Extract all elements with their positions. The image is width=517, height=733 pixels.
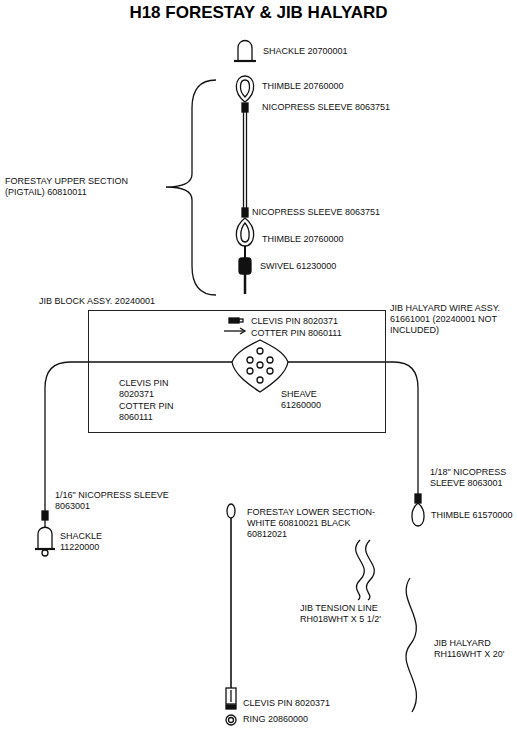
shackle-symbol [38, 527, 52, 548]
cotter-pin-symbol [224, 330, 244, 331]
forestay-wire [230, 518, 232, 688]
sheave-hole [247, 357, 253, 363]
rigging-parts [35, 41, 424, 726]
thimble-inner [240, 80, 249, 97]
thimble-symbol [236, 76, 253, 102]
line-label: JIB TENSION LINE RH018WHT X 5 1/2' [300, 603, 390, 625]
part-label: NICOPRESS SLEEVE 8063751 [252, 207, 380, 218]
fitting-slot [230, 690, 231, 702]
part-label: CLEVIS PIN 8020371 [243, 698, 330, 709]
thimble-inner [241, 223, 249, 242]
sheave-hole [257, 377, 263, 383]
ring-inner [229, 718, 234, 723]
clevis-pin-symbol [226, 705, 236, 709]
part-label: 1/16" NICOPRESS SLEEVE 8063001 [55, 490, 173, 512]
swivel-stud [244, 274, 247, 294]
section-label: FORESTAY UPPER SECTION (PIGTAIL) 6081001… [5, 176, 137, 198]
forestay-eye [227, 504, 235, 518]
part-label: THIMBLE 20760000 [262, 81, 344, 92]
part-label: 1/18" NICOPRESS SLEEVE 8063001 [430, 467, 512, 489]
part-label: CLEVIS PIN 8020371 [251, 316, 338, 327]
part-label: SWIVEL 61230000 [260, 261, 336, 272]
sheave-hole [247, 368, 253, 374]
clevis-pin-symbol [229, 318, 239, 323]
shackle-pin [234, 60, 256, 62]
assembly-heading: JIB BLOCK ASSY. 20240001 [39, 296, 155, 307]
sheave-hole [257, 362, 263, 368]
cotter-pin-head [240, 328, 245, 334]
nicopress-sleeve [242, 103, 248, 112]
sheave-hole [257, 348, 263, 354]
bracket [166, 80, 216, 295]
rope-line [366, 540, 375, 600]
line-label: JIB HALYARD RH116WHT X 20' [434, 638, 512, 660]
thimble-symbol [412, 503, 424, 526]
sheave-hole [267, 368, 273, 374]
section-label: FORESTAY LOWER SECTION- WHITE 60810021 B… [247, 507, 382, 540]
shackle-pin-head [42, 550, 48, 556]
part-label: COTTER PIN 8060111 [119, 401, 179, 423]
part-label: COTTER PIN 8060111 [251, 328, 342, 339]
wire [243, 112, 244, 208]
rope-line [356, 540, 365, 600]
forestay-fitting [226, 688, 236, 704]
halyard-wire [45, 362, 232, 512]
part-label: THIMBLE 61570000 [431, 510, 513, 521]
nicopress-sleeve [415, 494, 421, 503]
part-label: NICOPRESS SLEEVE 8063751 [262, 102, 390, 113]
sheave-hole [267, 357, 273, 363]
swivel-symbol [239, 258, 251, 274]
ring-symbol [226, 715, 236, 725]
nicopress-sleeve [42, 511, 48, 520]
assembly-box: JIB BLOCK ASSY. 20240001CLEVIS PIN 80203… [88, 310, 386, 433]
part-label: RING 20860000 [243, 714, 308, 725]
sheave-symbol [232, 340, 288, 392]
shackle-symbol [238, 41, 252, 61]
part-label: SHACKLE 20700001 [263, 46, 348, 57]
part-label: THIMBLE 20760000 [262, 234, 344, 245]
assembly-label: JIB HALYARD WIRE ASSY. 61661001 (2024000… [390, 303, 508, 336]
halyard-wire [288, 362, 418, 494]
part-label: SHEAVE 61260000 [281, 389, 333, 411]
part-label: CLEVIS PIN 8020371 [119, 378, 179, 400]
diagram-title: H18 FORESTAY & JIB HALYARD [0, 3, 517, 23]
swivel-shank [244, 246, 246, 258]
nicopress-sleeve [242, 208, 248, 217]
clevis-pin-tip [239, 319, 243, 322]
wire [246, 112, 247, 208]
part-label: SHACKLE 11220000 [60, 531, 112, 553]
thimble-symbol [236, 218, 253, 246]
rope-line [406, 578, 417, 712]
